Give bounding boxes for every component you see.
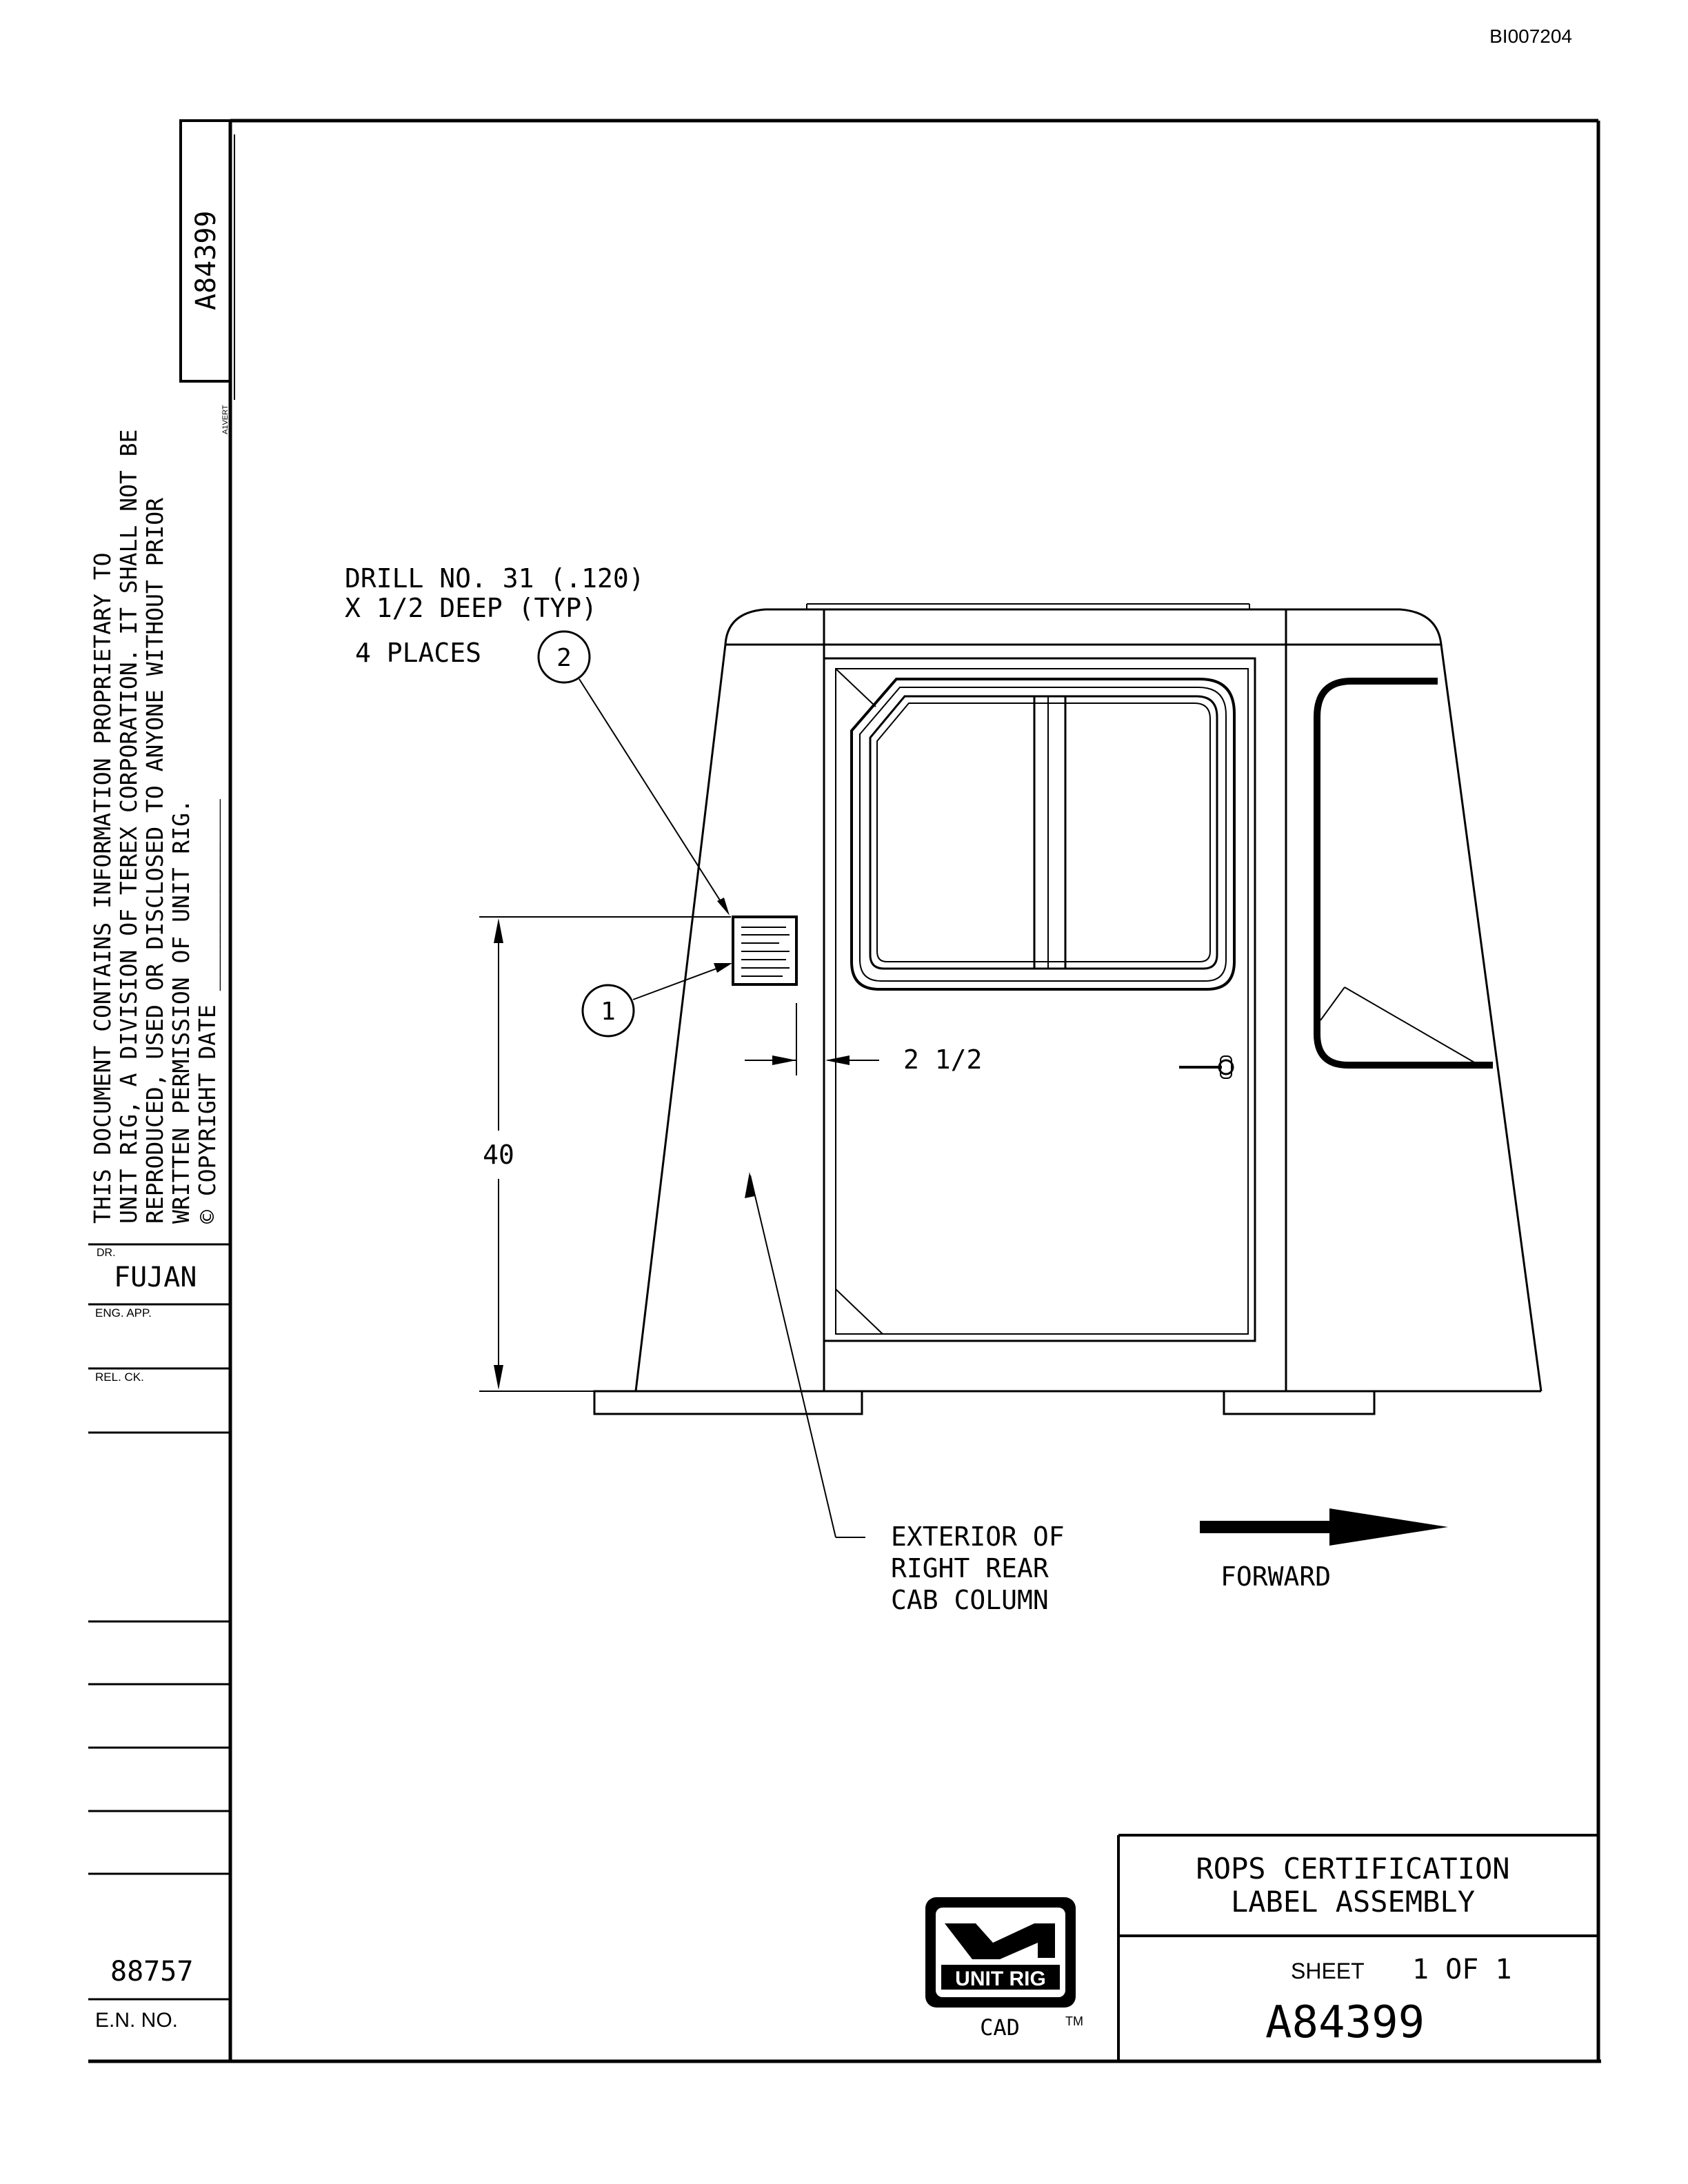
item-balloon-1: 1	[581, 963, 732, 1038]
title-block	[1117, 1834, 1598, 2061]
forward-arrow-icon	[1200, 1508, 1448, 1546]
trademark-label: TM	[1065, 2014, 1083, 2028]
notice-line-4: WRITTEN PERMISSION OF UNIT RIG.	[168, 799, 194, 1224]
notice-line-1: THIS DOCUMENT CONTAINS INFORMATION PROPR…	[89, 552, 116, 1224]
unit-rig-logo: UNIT RIG	[925, 1897, 1076, 2008]
dimension-2-1-2-label: 2 1/2	[903, 1044, 982, 1075]
drawing-number: A84399	[1265, 1997, 1425, 2048]
document-id: BI007204	[1489, 26, 1572, 47]
vertical-number-box: A84399 A1VERT	[179, 119, 235, 434]
cab-elevation	[593, 603, 1543, 1415]
exterior-note-line-3: CAB COLUMN	[891, 1585, 1049, 1615]
proprietary-notice: THIS DOCUMENT CONTAINS INFORMATION PROPR…	[89, 429, 221, 1224]
en-label: E.N. NO.	[95, 2009, 178, 2032]
title-line-1: ROPS CERTIFICATION	[1196, 1852, 1509, 1885]
alt-marker: A1VERT	[221, 405, 230, 434]
sheet-label: SHEET	[1291, 1959, 1365, 1983]
exterior-note-line-2: RIGHT REAR	[891, 1553, 1049, 1584]
drill-note-line-2: X 1/2 DEEP (TYP)	[345, 593, 597, 623]
dr-label: DR.	[97, 1247, 116, 1259]
notice-line-3: REPRODUCED, USED OR DISCLOSED TO ANYONE …	[141, 498, 168, 1224]
en-number: 88757	[110, 1956, 193, 1988]
sheet-border	[88, 119, 1601, 2063]
dimension-40-label: 40	[483, 1140, 514, 1170]
rel-ck-label: REL. CK.	[95, 1371, 144, 1384]
drill-note-line-1: DRILL NO. 31 (.120)	[345, 563, 645, 594]
sidebar-rows	[88, 1243, 230, 2001]
item-balloon-2: 2	[537, 630, 730, 916]
dr-value: FUJAN	[114, 1262, 197, 1293]
notice-line-5: © COPYRIGHT DATE ______________	[194, 799, 221, 1224]
title-line-2: LABEL ASSEMBLY	[1231, 1885, 1475, 1919]
balloon-1-label: 1	[601, 998, 616, 1026]
notice-line-2: UNIT RIG, A DIVISION OF TEREX CORPORATIO…	[115, 429, 142, 1224]
balloon-2-label: 2	[556, 644, 572, 672]
forward-label: FORWARD	[1220, 1561, 1331, 1592]
vertical-drawing-number: A84399	[190, 211, 222, 311]
logo-brand: UNIT RIG	[955, 1968, 1046, 1990]
exterior-leader	[745, 1172, 865, 1538]
drill-note-line-3: 4 PLACES	[355, 638, 481, 668]
dimension-horizontal: 2 1/2	[745, 1003, 982, 1075]
cad-label: CAD	[980, 2014, 1020, 2041]
dimension-vertical: 40	[479, 916, 731, 1392]
eng-app-label: ENG. APP.	[95, 1306, 152, 1320]
exterior-note-line-1: EXTERIOR OF	[891, 1521, 1065, 1552]
sheet-value: 1 OF 1	[1412, 1954, 1512, 1985]
